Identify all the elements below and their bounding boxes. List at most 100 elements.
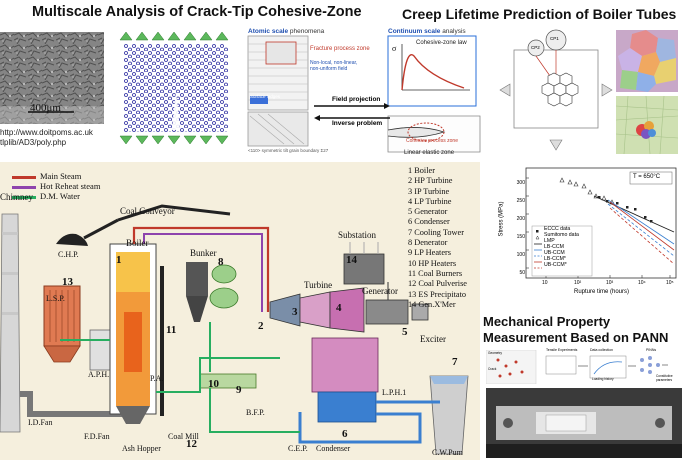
continuum-scale-label: Continuum scale: [388, 28, 441, 35]
condenser-label: Condenser: [316, 444, 351, 453]
aph-label: A.P.H.: [88, 370, 110, 379]
legend-main-steam: Main Steam: [40, 171, 82, 181]
linear-elastic-label: Linear elastic zone: [404, 150, 455, 156]
num-3: 3: [292, 306, 298, 318]
creep-chart-legend: ECCC data Sumitomo data LMP LB-CCM UB-CC…: [544, 226, 579, 268]
list-item: 2 HP Turbine: [408, 176, 453, 186]
y-tick-labels: 300 250 200 150 100 50: [514, 174, 525, 282]
x-tick-labels: 10 10² 10³ 10⁴ 10⁵: [540, 280, 680, 288]
grain-mesh-image: [616, 30, 678, 92]
list-item: 8 Denerator: [408, 238, 448, 248]
num-1: 1: [116, 254, 122, 266]
list-item: 6 Condenser: [408, 217, 450, 227]
source-url[interactable]: http://www.doitpoms.ac.uk tlplib/AD3/pol…: [0, 128, 93, 148]
list-item: 7 Cooling Tower: [408, 227, 464, 237]
pinns-label: PINNs: [646, 348, 657, 352]
x-axis-label: Rupture time (hours): [574, 289, 630, 295]
grain-boundary-label: <110> symmetric tilt grain boundary Σ27: [248, 148, 329, 153]
component-list: 1 Boiler 2 HP Turbine 3 IP Turbine 4 LP …: [408, 166, 467, 310]
tensile-label: Tensile Experiments: [546, 348, 578, 352]
num-11: 11: [166, 324, 177, 336]
generator-label: Generator: [362, 286, 398, 296]
list-item: 3 IP Turbine: [408, 186, 450, 196]
legend-item: LB-CCM: [544, 244, 564, 250]
fpz-sub2: non-uniform field: [310, 66, 348, 72]
x-tick: 10⁴: [638, 280, 646, 286]
x-tick: 10³: [606, 280, 614, 286]
chimney-label: Chimney: [0, 192, 33, 202]
legend-item: Sumitomo data: [544, 232, 579, 238]
cp1-label: CP1: [550, 36, 559, 41]
cw-pump-label: C.W.Pum: [432, 448, 463, 457]
micrograph-image: 400μm: [0, 32, 104, 124]
pann-workflow: Tensile Experiments Data collection PINN…: [485, 348, 682, 385]
num-10: 10: [208, 378, 219, 390]
atomic-scale-label: Atomic scale: [248, 28, 289, 35]
num-7: 7: [452, 356, 458, 368]
bunker-label: Bunker: [190, 248, 217, 258]
cep-label: C.E.P.: [288, 444, 308, 453]
cp2-label: CP2: [531, 45, 540, 50]
list-item: 5 Generator: [408, 207, 448, 217]
y-tick: 250: [516, 198, 525, 204]
num-8: 8: [218, 256, 224, 268]
specimen-photo: [486, 388, 682, 458]
creep-chart: T = 650°C ECCC data Sumitomo data LMP LB…: [498, 160, 680, 300]
num-14: 14: [346, 254, 357, 266]
coal-mill-label: Coal Mill: [168, 432, 199, 441]
chp-label: C.H.P.: [58, 250, 79, 259]
y-tick: 50: [519, 270, 525, 276]
atomic-phenomena-label: phenomena: [289, 28, 325, 35]
legend-item: ECCC data: [544, 226, 571, 232]
temperature-label: T = 650°C: [633, 174, 661, 180]
num-4: 4: [336, 302, 342, 314]
pa-label: P.A.: [150, 374, 164, 383]
num-12: 12: [186, 438, 197, 450]
x-tick: 10: [542, 280, 548, 286]
creep-tube-diagram: CP1 CP2: [498, 28, 614, 152]
list-item: 11 Coal Burners: [408, 268, 463, 278]
legend-hot-reheat: Hot Reheat steam: [40, 181, 101, 191]
source-url-line2[interactable]: tlplib/AD3/poly.php: [0, 138, 67, 147]
legend-item: LMP: [544, 238, 555, 244]
list-item: 1 Boiler: [408, 166, 435, 175]
list-item: 13 ES Precipitato: [408, 289, 467, 299]
x-tick: 10²: [574, 280, 582, 286]
list-item: 12 Coal Pulverise: [408, 279, 467, 289]
boiler-label: Boiler: [126, 238, 149, 248]
mechanical-title: Mechanical Property Measurement Based on…: [483, 314, 669, 345]
source-url-line1[interactable]: http://www.doitpoms.ac.uk: [0, 128, 93, 137]
list-item: 4 LP Turbine: [408, 196, 452, 206]
num-5: 5: [402, 326, 408, 338]
y-tick: 200: [516, 216, 525, 222]
multiscale-title: Multiscale Analysis of Crack-Tip Cohesiv…: [32, 4, 362, 20]
plant-legend: Main Steam Hot Reheat steam D.M. Water: [40, 171, 100, 201]
geometry-label: Geometry: [488, 351, 502, 355]
exciter-label: Exciter: [420, 334, 446, 344]
bfp-label: B.F.P.: [246, 408, 265, 417]
crack-label: Crack: [488, 367, 497, 371]
x-tick: 10⁵: [666, 280, 674, 286]
legend-main-steam-line: [12, 176, 36, 179]
y-tick: 300: [516, 180, 525, 186]
list-item: 10 HP Heaters: [408, 258, 457, 268]
legend-reheat-line: [12, 186, 36, 189]
y-axis-label: Stress (MPa): [498, 201, 505, 237]
fd-fan-label: F.D.Fan: [84, 432, 110, 441]
y-tick: 100: [516, 252, 525, 258]
num-6: 6: [342, 428, 348, 440]
num-2: 2: [258, 320, 264, 332]
ash-hopper-label: Ash Hopper: [122, 444, 161, 453]
legend-item: UB-CCM: [544, 250, 565, 256]
coal-conveyor-label: Coal Conveyor: [120, 206, 175, 216]
fpz-sub1: Non-local, non-linear,: [310, 60, 358, 66]
cohesive-zone-schematic: Atomic scale phenomena Continuum scale a…: [244, 26, 482, 158]
y-tick: 150: [516, 234, 525, 240]
list-item: 9 LP Heaters: [408, 248, 452, 258]
id-fan-label: I.D.Fan: [28, 418, 53, 427]
loading-label: Loading history: [592, 377, 614, 381]
constitutive-label: Constitutive parameters: [656, 374, 673, 382]
scale-bar-label: 400μm: [30, 102, 61, 114]
list-item: 14 Gen.X'Mer: [408, 299, 456, 309]
lsp-label: L.S.P.: [46, 294, 65, 303]
